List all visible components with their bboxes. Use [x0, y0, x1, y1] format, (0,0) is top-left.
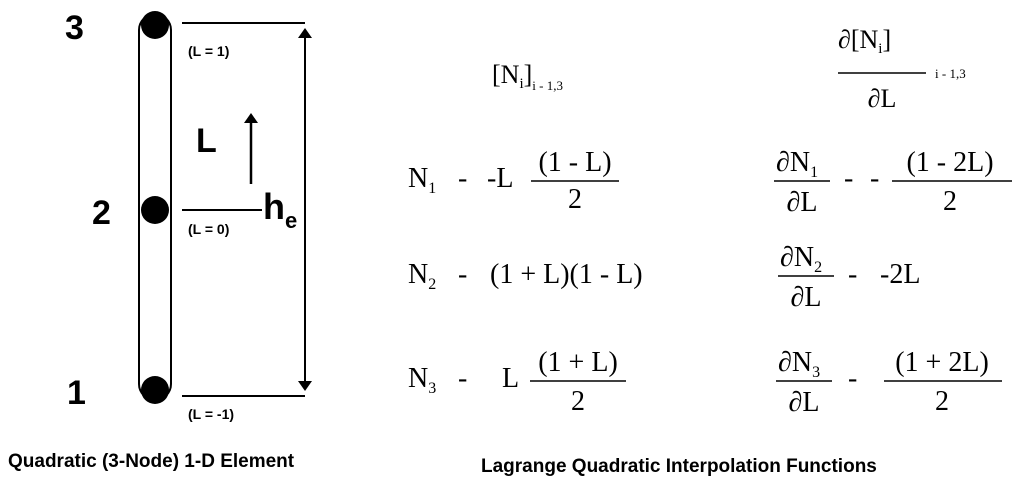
n1-frac-denominator: 2: [568, 184, 582, 215]
dn2-denominator: ∂L: [791, 282, 822, 313]
coord-label-mid: (L = 0): [188, 221, 229, 237]
dn1-denominator: ∂L: [787, 187, 818, 218]
dn2-num-sub: 2: [814, 259, 822, 276]
node-2-dot: [141, 196, 169, 224]
col1-header: [Ni]i - 1,3: [492, 60, 563, 93]
dn1-num-base: ∂N: [776, 147, 810, 178]
n3-lhs-base: N: [408, 363, 428, 394]
dn1-frac-denominator: 2: [943, 186, 957, 217]
n2-eq: -: [458, 259, 467, 290]
col2-header-range: i - 1,3: [935, 66, 966, 81]
n2-lhs: N2: [408, 259, 436, 293]
col1-header-close: ]: [524, 60, 533, 89]
n1-prefix: -L: [487, 163, 513, 194]
col2-header-denom: ∂L: [868, 84, 897, 113]
coord-label-bottom: (L = -1): [188, 406, 234, 422]
col1-header-range: i - 1,3: [532, 78, 563, 93]
dn3-denominator: ∂L: [789, 387, 820, 418]
n3-lhs-sub: 3: [428, 380, 436, 397]
node-1-label: 1: [67, 374, 86, 412]
l-axis-label: L: [196, 122, 217, 160]
n3-lhs: N3: [408, 363, 436, 397]
n1-frac-numerator: (1 - L): [538, 147, 611, 178]
dn3-num-base: ∂N: [778, 347, 812, 378]
bar-element: [138, 11, 172, 404]
n1-lhs: N1: [408, 163, 436, 197]
dn3-eq: -: [848, 363, 857, 394]
coord-label-top: (L = 1): [188, 43, 229, 59]
col2-header-numer-close: ]: [882, 25, 891, 54]
dn1-numerator: ∂N1: [776, 147, 818, 181]
col1-header-base: [N: [492, 60, 520, 89]
dn1-eq: -: [844, 163, 853, 194]
dn3-numerator: ∂N3: [778, 347, 820, 381]
n3-frac-denominator: 2: [571, 386, 585, 417]
col2-header-numer: ∂[Ni]: [838, 25, 891, 57]
n1-eq: -: [458, 163, 467, 194]
col2-header-numer-base: ∂[N: [838, 25, 879, 54]
n2-expression: (1 + L)(1 - L): [490, 259, 643, 290]
dn3-num-sub: 3: [812, 364, 820, 381]
col2-header-numer-sub: i: [878, 41, 882, 57]
col1-header-sub: i: [519, 76, 523, 92]
dn1-frac-numerator: (1 - 2L): [906, 147, 993, 178]
dn1-prefix: -: [870, 163, 879, 194]
node-3-label: 3: [65, 9, 84, 47]
n1-lhs-sub: 1: [428, 180, 436, 197]
dn2-numerator: ∂N2: [780, 242, 822, 276]
node-3-dot: [141, 11, 169, 39]
dn2-eq: -: [848, 259, 857, 290]
element-caption: Quadratic (3-Node) 1-D Element: [8, 451, 295, 472]
n3-eq: -: [458, 363, 467, 394]
dn3-frac-denominator: 2: [935, 386, 949, 417]
length-label: he: [263, 186, 297, 233]
n3-prefix: L: [502, 363, 519, 394]
dn2-num-base: ∂N: [780, 242, 814, 273]
node-1-dot: [141, 376, 169, 404]
n1-lhs-base: N: [408, 163, 428, 194]
n2-lhs-sub: 2: [428, 276, 436, 293]
functions-caption: Lagrange Quadratic Interpolation Functio…: [481, 456, 877, 477]
n3-frac-numerator: (1 + L): [538, 347, 618, 378]
n2-lhs-base: N: [408, 259, 428, 290]
dn2-expression: -2L: [880, 259, 920, 290]
dn3-frac-numerator: (1 + 2L): [895, 347, 989, 378]
node-2-label: 2: [92, 194, 111, 232]
length-label-h: h: [263, 186, 285, 227]
length-label-sub: e: [285, 208, 297, 233]
dn1-num-sub: 1: [810, 164, 818, 181]
